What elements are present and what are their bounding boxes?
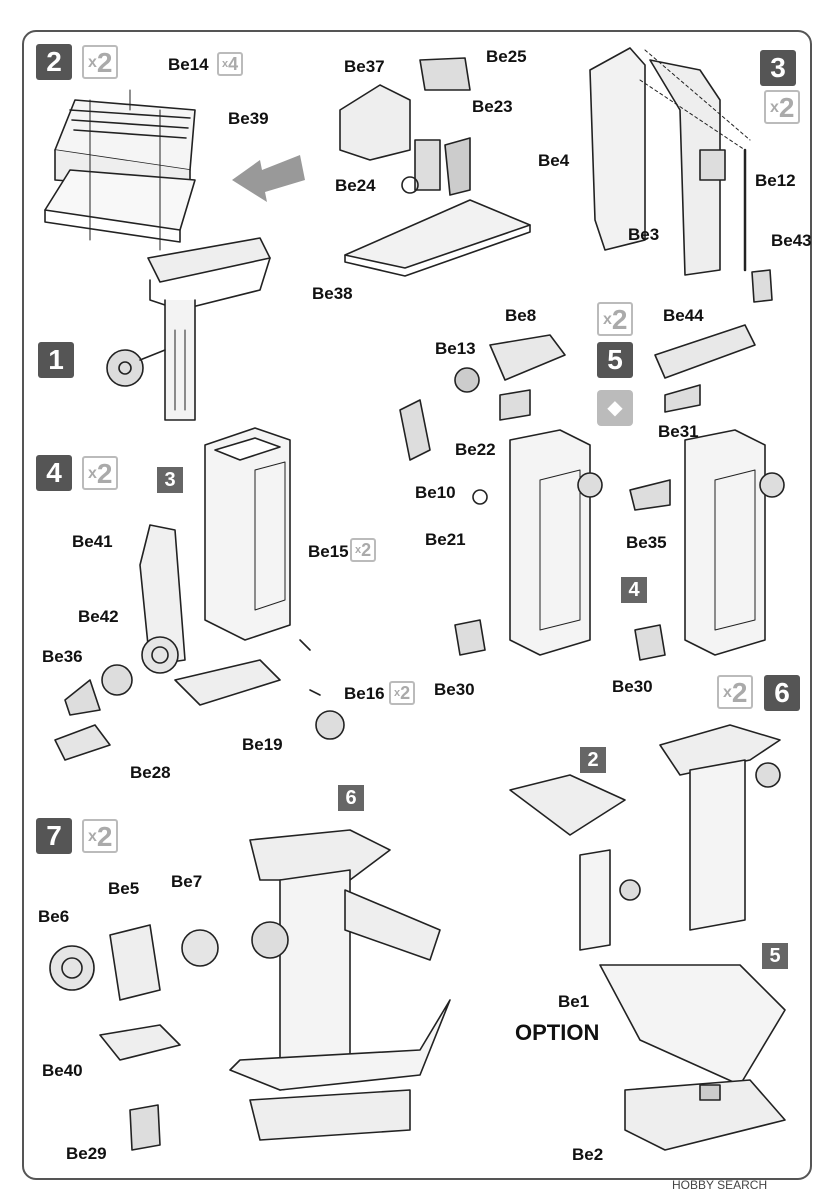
- step-2-badge: 2: [36, 44, 72, 80]
- step-2-multiplier: x2: [82, 45, 119, 79]
- step2-assembly: [44, 89, 271, 421]
- multiplier-x: x: [394, 687, 401, 699]
- step7-assembly: [49, 829, 451, 1151]
- part-label-be41: Be41: [72, 532, 113, 551]
- step-3-badge: 3: [760, 50, 796, 86]
- multiplier-value: 2: [96, 47, 113, 78]
- part-label-be22: Be22: [455, 440, 496, 459]
- part-label-be1: Be1: [558, 992, 590, 1011]
- step6-assembly: [509, 724, 786, 1151]
- be14-multiplier: x4: [217, 52, 244, 76]
- part-label-be35: Be35: [626, 533, 667, 552]
- multiplier-value: 2: [96, 821, 113, 852]
- part-label-be31: Be31: [658, 422, 699, 441]
- step-1-badge: 1: [38, 342, 74, 378]
- multiplier-x: x: [355, 544, 362, 556]
- step-5-badge: 5: [597, 342, 633, 378]
- multiplier-x: x: [603, 311, 612, 328]
- step-6-multiplier: x2: [717, 675, 754, 709]
- page-frame: [22, 30, 812, 1180]
- step-5-sub-badge: 4: [621, 577, 647, 603]
- step5-assembly: [399, 324, 785, 661]
- part-label-be2: Be2: [572, 1145, 604, 1164]
- direction-arrow: [232, 155, 305, 202]
- part-label-be42: Be42: [78, 607, 119, 626]
- multiplier-value: 2: [778, 92, 795, 123]
- step-6-badge: 6: [764, 675, 800, 711]
- multiplier-x: x: [723, 684, 732, 701]
- step-6-sub-badge-b: 5: [762, 943, 788, 969]
- step-4-sub-badge: 3: [157, 467, 183, 493]
- part-label-be28: Be28: [130, 763, 171, 782]
- part-label-be30-second: Be30: [612, 677, 653, 696]
- part-label-be6: Be6: [38, 907, 70, 926]
- part-label-be14: Be14: [168, 55, 209, 74]
- multiplier-x: x: [222, 58, 229, 70]
- step4-assembly: [54, 427, 345, 761]
- step-4-multiplier: x2: [82, 456, 119, 490]
- multiplier-value: 4: [228, 54, 239, 74]
- mirror-symbol-icon: ◆: [597, 390, 633, 426]
- part-label-be40: Be40: [42, 1061, 83, 1080]
- multiplier-x: x: [88, 54, 97, 71]
- part-label-be10: Be10: [415, 483, 456, 502]
- step-7-multiplier: x2: [82, 819, 119, 853]
- part-label-be12: Be12: [755, 171, 796, 190]
- multiplier-value: 2: [611, 304, 628, 335]
- part-label-be44: Be44: [663, 306, 704, 325]
- part-label-be16: Be16: [344, 684, 385, 703]
- part-label-be29: Be29: [66, 1144, 107, 1163]
- step3-assembly: [589, 47, 773, 303]
- multiplier-value: 2: [731, 677, 748, 708]
- step-7-badge: 7: [36, 818, 72, 854]
- part-label-be43: Be43: [771, 231, 812, 250]
- step-5-multiplier: x2: [597, 302, 634, 336]
- part-label-be7: Be7: [171, 872, 203, 891]
- multiplier-x: x: [770, 99, 779, 116]
- part-label-be36: Be36: [42, 647, 83, 666]
- part-label-be19: Be19: [242, 735, 283, 754]
- part-label-be30: Be30: [434, 680, 475, 699]
- part-label-be8: Be8: [505, 306, 537, 325]
- watermark: HOBBY SEARCH: [672, 1178, 768, 1192]
- part-label-be4: Be4: [538, 151, 570, 170]
- be16-multiplier: x2: [389, 681, 416, 705]
- multiplier-value: 2: [361, 540, 372, 560]
- step-6-sub-badge-a: 2: [580, 747, 606, 773]
- multiplier-x: x: [88, 465, 97, 482]
- part-label-be13: Be13: [435, 339, 476, 358]
- multiplier-value: 2: [96, 458, 113, 489]
- be37-assembly: [339, 57, 531, 277]
- part-label-be23: Be23: [472, 97, 513, 116]
- be15-multiplier: x2: [350, 538, 377, 562]
- multiplier-x: x: [88, 828, 97, 845]
- part-label-be25: Be25: [486, 47, 527, 66]
- multiplier-value: 2: [400, 683, 411, 703]
- part-label-be21: Be21: [425, 530, 466, 549]
- part-label-be39: Be39: [228, 109, 269, 128]
- part-label-be38: Be38: [312, 284, 353, 303]
- option-label: OPTION: [515, 1020, 600, 1045]
- part-label-be3: Be3: [628, 225, 660, 244]
- step-4-badge: 4: [36, 455, 72, 491]
- part-label-be37: Be37: [344, 57, 385, 76]
- step-7-sub-badge: 6: [338, 785, 364, 811]
- part-label-be24: Be24: [335, 176, 376, 195]
- step-3-multiplier: x2: [764, 90, 801, 124]
- part-label-be15: Be15: [308, 542, 349, 561]
- part-label-be5: Be5: [108, 879, 140, 898]
